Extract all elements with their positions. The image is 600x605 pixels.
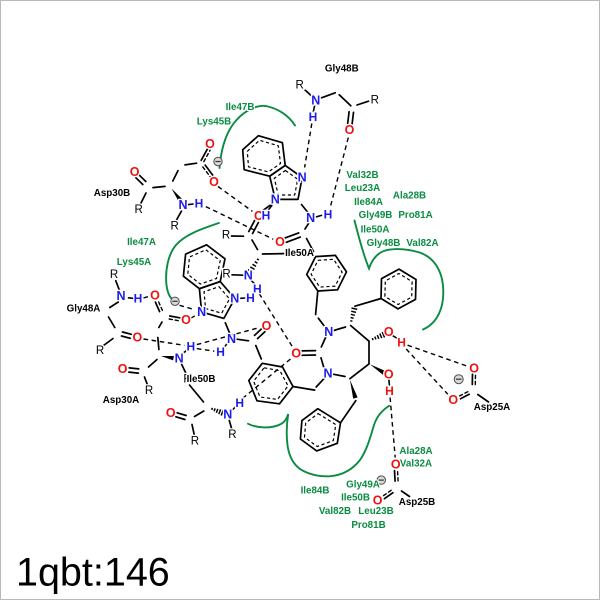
svg-text:Val82B: Val82B	[319, 506, 351, 517]
svg-text:H: H	[397, 336, 406, 350]
svg-text:N: N	[298, 171, 307, 185]
svg-text:Ile50A: Ile50A	[285, 248, 314, 259]
svg-text:Leu23B: Leu23B	[358, 506, 393, 517]
svg-text:R: R	[296, 80, 304, 92]
svg-text:Pro81B: Pro81B	[351, 520, 385, 531]
svg-text:N: N	[227, 332, 236, 346]
svg-text:H: H	[262, 209, 271, 223]
svg-text:Val32A: Val32A	[400, 459, 432, 470]
svg-text:H: H	[235, 396, 244, 410]
svg-text:N: N	[178, 198, 187, 212]
svg-text:N: N	[197, 305, 206, 319]
svg-text:N: N	[323, 367, 332, 381]
svg-text:Ala28B: Ala28B	[393, 191, 426, 202]
svg-text:O: O	[448, 393, 458, 407]
svg-text:Pro81A: Pro81A	[398, 210, 432, 221]
svg-text:Lys45B: Lys45B	[197, 117, 232, 128]
svg-text:N: N	[230, 292, 239, 306]
svg-text:R: R	[228, 429, 236, 441]
svg-text:R: R	[145, 385, 153, 397]
svg-text:Ile47B: Ile47B	[226, 102, 255, 113]
svg-text:O: O	[150, 289, 160, 303]
svg-text:N: N	[223, 407, 232, 421]
svg-text:Asp30A: Asp30A	[103, 395, 139, 406]
svg-text:O: O	[130, 165, 140, 179]
svg-text:H: H	[186, 339, 195, 353]
svg-text:Lys45A: Lys45A	[117, 257, 152, 268]
svg-text:R: R	[134, 204, 142, 216]
svg-text:R: R	[96, 345, 104, 357]
svg-text:N: N	[175, 351, 184, 365]
svg-text:R: R	[170, 220, 178, 232]
svg-text:Ile84A: Ile84A	[354, 197, 383, 208]
svg-text:H: H	[324, 207, 333, 221]
svg-text:N: N	[324, 325, 333, 339]
svg-text:H: H	[246, 291, 255, 305]
svg-text:Asp30B: Asp30B	[94, 188, 130, 199]
svg-text:Gly48A: Gly48A	[67, 304, 101, 315]
svg-text:Ile50B: Ile50B	[341, 493, 370, 504]
svg-text:Gly49B: Gly49B	[359, 210, 393, 221]
svg-text:O: O	[275, 235, 285, 249]
svg-text:O: O	[118, 362, 128, 376]
svg-text:O: O	[209, 175, 219, 189]
svg-text:N: N	[271, 192, 280, 206]
svg-text:O: O	[133, 331, 143, 345]
svg-text:N: N	[311, 94, 320, 108]
svg-text:Asp25A: Asp25A	[474, 402, 510, 413]
svg-text:Gly48B: Gly48B	[367, 238, 401, 249]
svg-text:H: H	[309, 110, 318, 124]
svg-text:1qbt:146: 1qbt:146	[16, 551, 170, 595]
svg-text:O: O	[469, 362, 479, 376]
svg-text:O: O	[384, 368, 394, 382]
svg-text:O: O	[181, 313, 191, 327]
svg-text:O: O	[384, 325, 394, 339]
svg-text:Ile84B: Ile84B	[301, 486, 330, 497]
svg-text:R: R	[222, 230, 230, 242]
svg-text:H: H	[134, 292, 143, 306]
svg-text:R: R	[110, 269, 118, 281]
svg-text:O: O	[262, 319, 272, 333]
svg-text:Val82A: Val82A	[406, 238, 438, 249]
svg-text:Ala28A: Ala28A	[399, 446, 432, 457]
svg-text:Asp25B: Asp25B	[399, 497, 435, 508]
svg-text:H: H	[385, 384, 394, 398]
svg-text:N: N	[244, 268, 253, 282]
svg-text:N: N	[306, 211, 315, 225]
svg-text:Ile50B: Ile50B	[187, 374, 216, 385]
svg-text:N: N	[116, 289, 125, 303]
svg-text:R: R	[371, 95, 379, 107]
svg-text:Ile50A: Ile50A	[361, 225, 390, 236]
svg-text:O: O	[166, 406, 176, 420]
svg-text:R: R	[222, 269, 230, 281]
svg-text:R: R	[191, 435, 199, 447]
svg-text:O: O	[291, 346, 301, 360]
svg-text:Ile47A: Ile47A	[127, 237, 156, 248]
svg-text:H: H	[216, 345, 225, 359]
svg-text:Gly48B: Gly48B	[325, 64, 359, 75]
svg-text:Leu23A: Leu23A	[345, 183, 380, 194]
svg-text:Val32B: Val32B	[346, 170, 378, 181]
svg-text:Gly49A: Gly49A	[346, 480, 380, 491]
svg-text:H: H	[195, 197, 204, 211]
svg-text:O: O	[345, 123, 355, 137]
svg-text:O: O	[205, 137, 215, 151]
